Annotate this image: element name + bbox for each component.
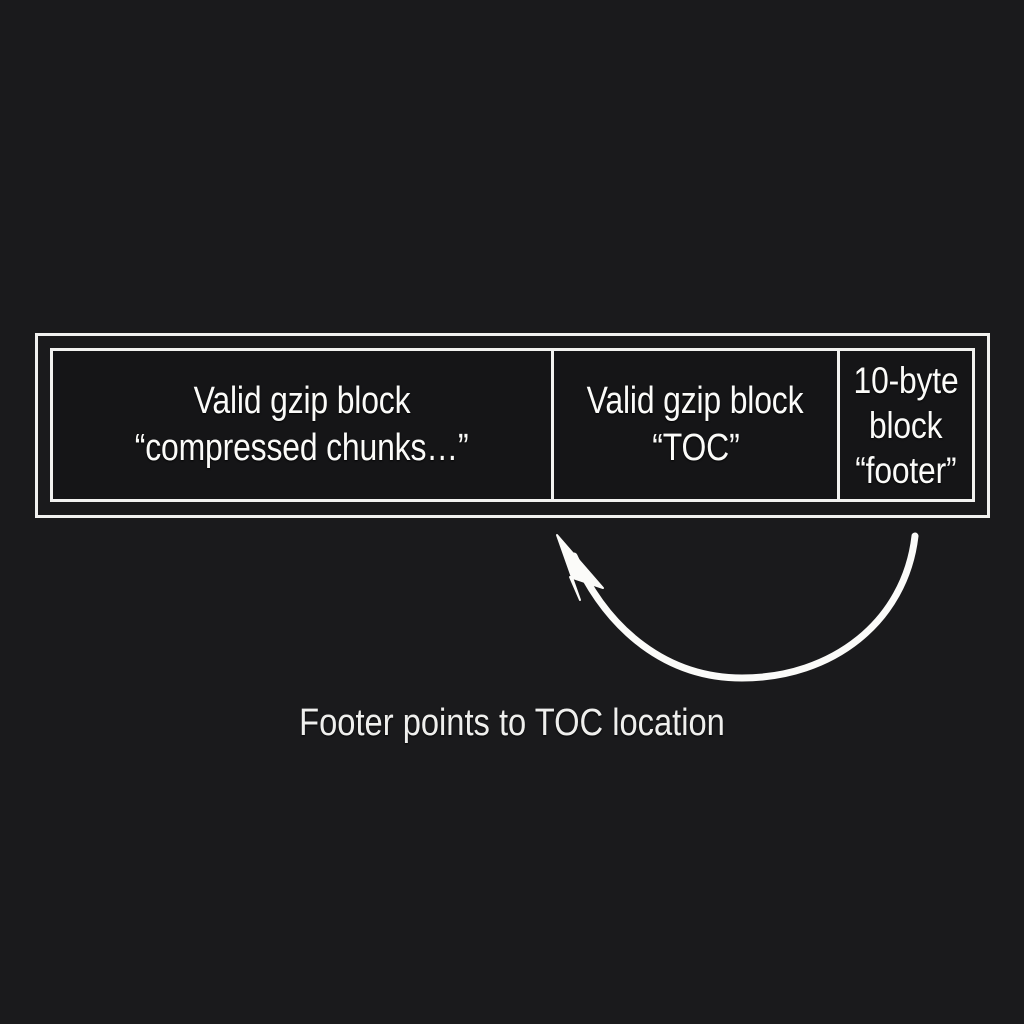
- block-footer-line-3: “footer”: [855, 449, 957, 491]
- curved-arrow-path: [570, 532, 919, 682]
- block-footer-line-1: 10-byte: [853, 359, 959, 401]
- gzip-block-row: Valid gzip block “compressed chunks…” Va…: [50, 348, 975, 502]
- arrow-caption: Footer points to TOC location: [299, 702, 725, 744]
- block-compressed-chunks-line-2: “compressed chunks…”: [135, 427, 469, 469]
- block-compressed-chunks: Valid gzip block “compressed chunks…”: [53, 351, 551, 499]
- block-toc-line-1: Valid gzip block: [587, 380, 804, 422]
- block-compressed-chunks-line-1: Valid gzip block: [193, 380, 411, 422]
- block-toc-line-2: “TOC”: [651, 427, 740, 469]
- curved-arrow-head: [556, 534, 604, 601]
- block-footer: 10-byte block “footer”: [837, 351, 972, 499]
- block-footer-line-2: block: [869, 404, 943, 446]
- block-toc: Valid gzip block “TOC”: [550, 351, 838, 499]
- gzip-file-frame: Valid gzip block “compressed chunks…” Va…: [35, 333, 990, 518]
